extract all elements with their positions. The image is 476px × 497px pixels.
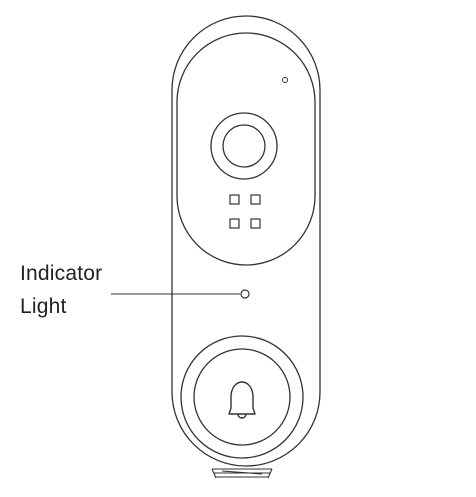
camera-panel-outline <box>176 32 316 266</box>
camera-lens-icon <box>210 112 278 180</box>
doorbell-outer-housing <box>171 15 321 467</box>
indicator-light <box>240 289 250 299</box>
indicator-light-label-line-1: Indicator <box>20 262 103 285</box>
doorbell-button <box>180 335 304 459</box>
ir-sensor-grid-icon <box>229 194 261 229</box>
bell-icon <box>228 381 256 419</box>
indicator-light-label-line-2: Light <box>20 295 67 318</box>
microphone-hole-icon <box>282 77 288 83</box>
mounting-clip <box>211 468 273 479</box>
